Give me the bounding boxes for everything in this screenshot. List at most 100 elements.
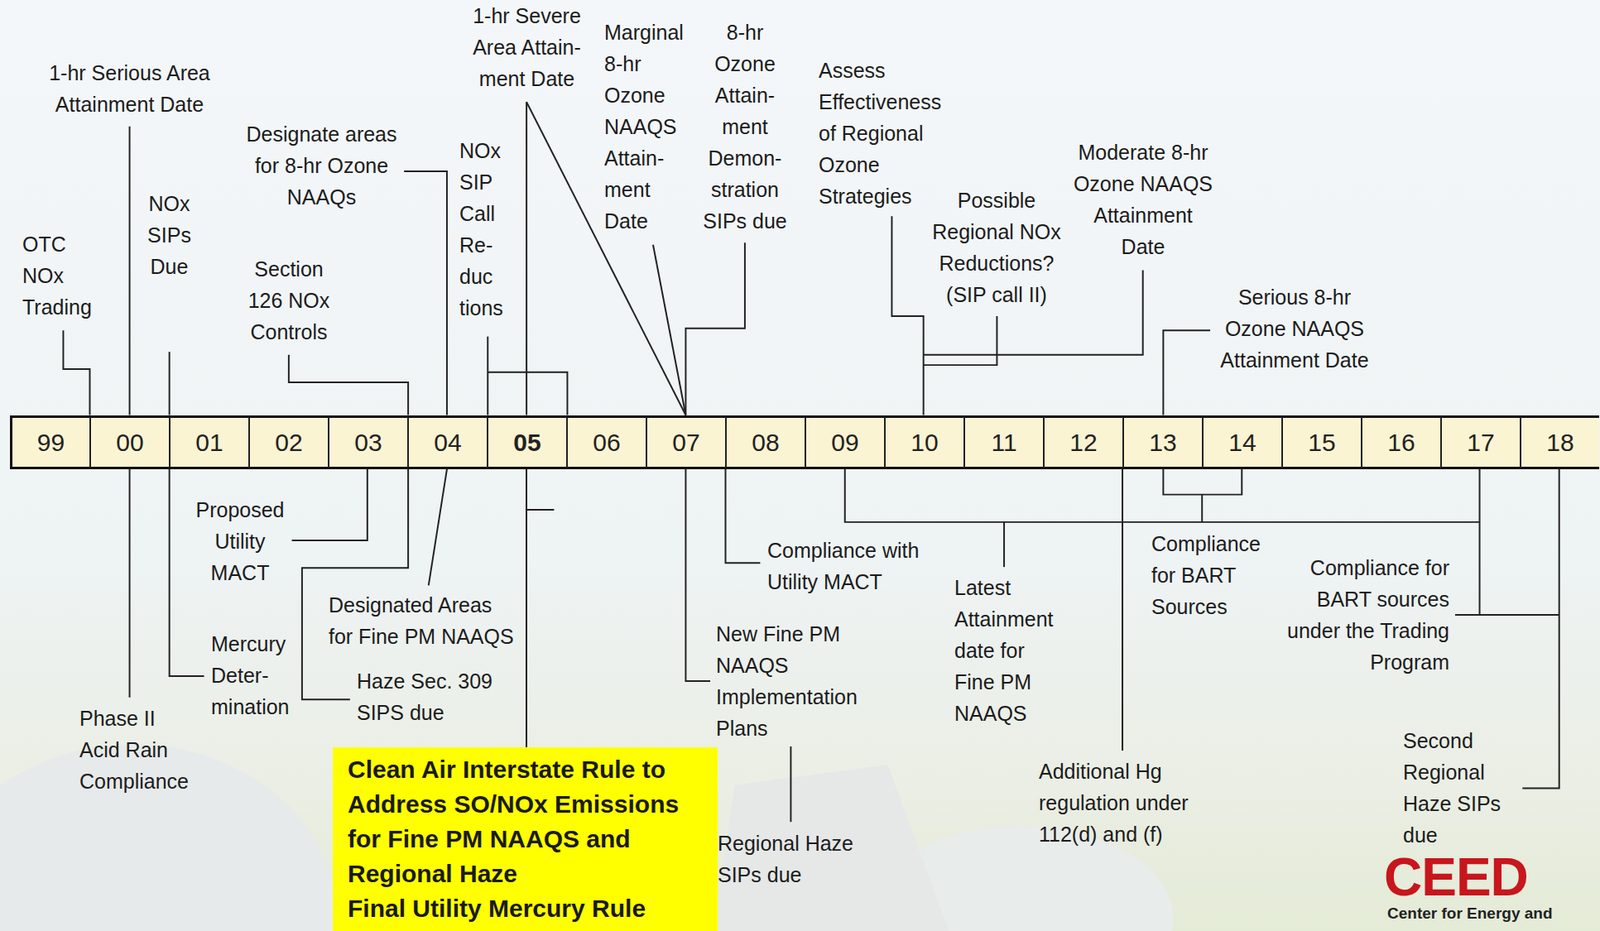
timeline-annotation: NOx SIPs Due: [142, 187, 197, 283]
year-cell: 14: [1201, 415, 1282, 470]
timeline-annotation: Compliance with Utility MACT: [767, 534, 933, 598]
year-label: 02: [249, 418, 328, 467]
year-cell: 18: [1519, 415, 1600, 470]
timeline-annotation: Haze Sec. 309 SIPS due: [356, 665, 506, 729]
timeline-annotation: NOx SIP Call Re- duc tions: [459, 134, 511, 324]
year-cell: 05: [486, 415, 567, 470]
leader-line: [1121, 469, 1124, 751]
year-label: 10: [885, 418, 964, 467]
tick-mark: [526, 509, 554, 511]
year-label: 09: [806, 418, 885, 467]
rule-text: Clean Air Interstate Rule to Address SO/…: [347, 752, 707, 892]
year-cell: 08: [725, 415, 805, 470]
year-label: 08: [726, 418, 805, 467]
leader-line: [403, 171, 447, 415]
year-cell: 15: [1281, 415, 1361, 470]
rule-text: Final Utility Mercury Rule: [347, 891, 707, 927]
timeline-annotation: 1-hr Severe Area Attain- ment Date: [466, 0, 587, 95]
timeline-annotation: Mercury Deter- mination: [211, 628, 298, 723]
year-cell: 13: [1122, 415, 1202, 470]
year-label: 99: [12, 418, 90, 467]
leader-line: [725, 469, 761, 563]
leader-line: [845, 469, 1480, 523]
timeline-annotation: Assess Effectiveness of Regional Ozone S…: [818, 54, 952, 212]
timeline-annotation: Regional Haze SIPs due: [717, 827, 867, 891]
year-label: 18: [1521, 418, 1600, 467]
highlight-box: Clean Air Interstate Rule to Address SO/…: [332, 747, 718, 931]
timeline-annotation: Proposed Utility MACT: [190, 494, 290, 589]
year-label: 15: [1282, 418, 1361, 467]
year-label: 05: [488, 418, 567, 467]
year-label: 00: [91, 418, 169, 467]
timeline-annotation: Designated Areas for Fine PM NAAQS: [328, 589, 515, 653]
year-cell: 00: [89, 415, 169, 470]
year-cell: 09: [804, 415, 885, 470]
leader-line: [1162, 330, 1211, 415]
building-silhouette: [714, 764, 950, 931]
year-cell: 02: [248, 415, 328, 470]
leader-line: [525, 101, 528, 415]
timeline-annotation: Second Regional Haze SIPs due: [1403, 725, 1511, 851]
timeline-annotation: Possible Regional NOx Reductions? (SIP c…: [927, 184, 1067, 311]
timeline-annotation: Serious 8-hr Ozone NAAQS Attainment Date: [1215, 281, 1374, 376]
leader-line: [685, 469, 711, 682]
leader-lines: [62, 101, 1559, 822]
logo-text: CEED: [1383, 852, 1528, 903]
timeline-annotation: Section 126 NOx Controls: [243, 253, 335, 348]
year-cell: 11: [963, 415, 1043, 470]
leader-line: [486, 336, 489, 416]
timeline-annotation: Moderate 8-hr Ozone NAAQS Attainment Dat…: [1072, 136, 1214, 263]
year-cell: 99: [9, 415, 90, 470]
leader-line: [653, 245, 686, 416]
year-label: 06: [567, 418, 646, 467]
leader-line: [789, 746, 792, 822]
year-cell: 16: [1360, 415, 1441, 470]
logo-caption: Center for Energy and: [1387, 903, 1553, 924]
leader-line: [685, 242, 745, 415]
leader-connector: [525, 469, 528, 748]
year-label: 04: [408, 418, 487, 467]
year-cell: 04: [407, 415, 487, 470]
year-cell: 10: [884, 415, 964, 470]
timeline-annotation: Additional Hg regulation under 112(d) an…: [1038, 755, 1201, 851]
leader-line: [168, 351, 171, 415]
leader-line: [129, 469, 131, 698]
leader-line: [891, 216, 923, 415]
year-cell: 07: [645, 415, 726, 470]
leader-line: [1479, 469, 1481, 616]
leader-line: [487, 372, 567, 416]
year-label: 16: [1362, 418, 1441, 467]
year-label: 12: [1044, 418, 1123, 467]
timeline-annotation: 8-hr Ozone Attain- ment Demon- stration …: [701, 16, 789, 237]
timeline-annotation: 1-hr Serious Area Attainment Date: [40, 57, 219, 121]
leader-line: [292, 469, 368, 541]
year-cell: 17: [1440, 415, 1520, 470]
timeline-annotation: Latest Attainment date for Fine PM NAAQS: [954, 571, 1061, 730]
leader-line: [62, 330, 90, 415]
year-label: 17: [1441, 418, 1520, 467]
timeline-annotation: Phase II Acid Rain Compliance: [79, 702, 196, 798]
leader-line: [302, 469, 409, 700]
timeline-annotation: Designate areas for 8-hr Ozone NAAQs: [240, 118, 403, 213]
leader-line: [288, 355, 409, 416]
leader-line: [1003, 522, 1005, 567]
timeline-annotation: Compliance for BART Sources: [1151, 528, 1272, 623]
year-label: 03: [329, 418, 408, 467]
year-cell: 01: [168, 415, 249, 470]
leader-line: [923, 316, 998, 366]
year-cell: 06: [566, 415, 646, 470]
leader-line: [428, 469, 447, 586]
year-label: 13: [1124, 418, 1202, 467]
leader-line: [923, 270, 1144, 356]
leader-line: [1455, 614, 1560, 616]
year-label: 07: [647, 418, 726, 467]
timeline-annotation: OTC NOx Trading: [22, 228, 101, 323]
year-cell: 03: [327, 415, 408, 470]
timeline-annotation: New Fine PM NAAQS Implementation Plans: [715, 618, 870, 745]
year-label: 01: [170, 418, 249, 467]
year-cell: 12: [1042, 415, 1123, 470]
timeline-annotation: Compliance for BART sources under the Tr…: [1271, 552, 1450, 678]
leader-line: [1522, 469, 1559, 789]
timeline-annotation: Marginal 8-hr Ozone NAAQS Attain- ment D…: [604, 16, 691, 237]
